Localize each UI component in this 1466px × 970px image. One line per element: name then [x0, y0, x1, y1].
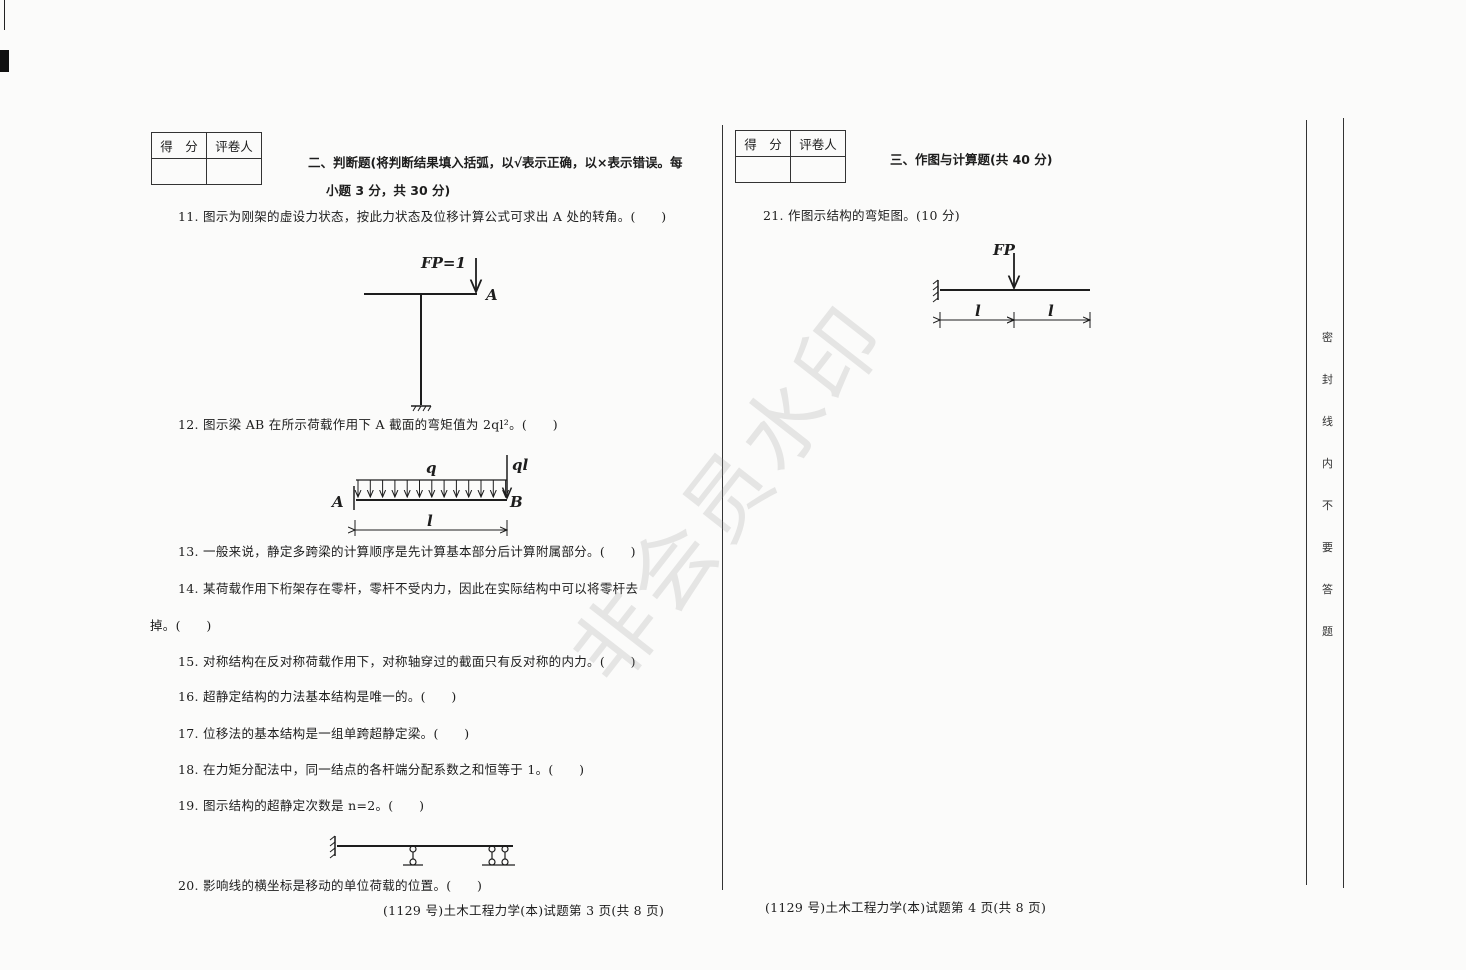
question-12: 12. 图示梁 AB 在所示荷载作用下 A 截面的弯矩值为 2ql²。( ) — [178, 417, 558, 432]
seal-char: 内 — [1322, 457, 1333, 470]
question-15: 15. 对称结构在反对称荷载作用下，对称轴穿过的截面只有反对称的内力。( ) — [178, 654, 636, 669]
corner-mark — [0, 0, 5, 30]
section-title-line1: 二、判断题(将判断结果填入括弧，以√表示正确，以×表示错误。每 — [308, 155, 683, 170]
question-17: 17. 位移法的基本结构是一组单跨超静定梁。( ) — [178, 726, 470, 741]
seal-char: 密 — [1322, 331, 1333, 344]
grader-cell[interactable] — [206, 158, 262, 185]
fig12-l-label: l — [427, 512, 433, 530]
page-divider — [722, 125, 723, 890]
question-14: 14. 某荷载作用下桁架存在零杆，零杆不受内力，因此在实际结构中可以将零杆去 — [178, 581, 639, 596]
score-table-right: 得 分评卷人 — [735, 130, 846, 183]
corner-block — [0, 50, 9, 72]
score-table-left: 得 分评卷人 — [151, 132, 262, 185]
question-16: 16. 超静定结构的力法基本结构是唯一的。( ) — [178, 689, 457, 704]
grader-cell[interactable] — [790, 156, 846, 183]
grader-header: 评卷人 — [206, 132, 262, 159]
figure-11-frame: FP=1 A — [364, 254, 498, 412]
fig11-point-label: A — [484, 286, 498, 304]
fig21-load-label: FP — [992, 241, 1016, 259]
section-title-right: 三、作图与计算题(共 40 分) — [890, 152, 1053, 167]
score-cell[interactable] — [151, 158, 207, 185]
fig21-l1-label: l — [975, 302, 981, 320]
figure-21-cantilever: FP l l — [932, 241, 1090, 328]
question-13: 13. 一般来说，静定多跨梁的计算顺序是先计算基本部分后计算附属部分。( ) — [178, 544, 636, 559]
seal-char: 不 — [1322, 499, 1333, 512]
figure-19-beam — [329, 835, 515, 866]
binding-line-1 — [1306, 120, 1307, 885]
question-19: 19. 图示结构的超静定次数是 n=2。( ) — [178, 798, 425, 813]
question-14-cont: 掉。( ) — [150, 618, 212, 633]
section-title-line2: 小题 3 分，共 30 分) — [326, 183, 451, 198]
fig21-l2-label: l — [1048, 302, 1054, 320]
seal-char: 题 — [1322, 625, 1333, 638]
seal-char: 封 — [1322, 373, 1333, 386]
footer-left: (1129 号)土木工程力学(本)试题第 3 页(共 8 页) — [383, 903, 665, 918]
fig11-load-label: FP=1 — [420, 254, 466, 272]
seal-char: 要 — [1322, 541, 1333, 554]
question-18: 18. 在力矩分配法中，同一结点的各杆端分配系数之和恒等于 1。( ) — [178, 762, 585, 777]
fig12-q-label: q — [426, 459, 437, 477]
fig12-ql-label: ql — [512, 456, 528, 474]
seal-char: 答 — [1322, 583, 1333, 596]
seal-char: 线 — [1322, 415, 1333, 428]
score-header: 得 分 — [151, 132, 207, 159]
question-11: 11. 图示为刚架的虚设力状态，按此力状态及位移计算公式可求出 A 处的转角。(… — [178, 209, 667, 224]
grader-header: 评卷人 — [790, 130, 846, 157]
score-header: 得 分 — [735, 130, 791, 157]
figure-12-beam: q ql A B l — [330, 455, 528, 536]
question-21: 21. 作图示结构的弯矩图。(10 分) — [763, 208, 960, 223]
fig12-b-label: B — [509, 493, 523, 511]
question-20: 20. 影响线的横坐标是移动的单位荷载的位置。( ) — [178, 878, 483, 893]
fig12-a-label: A — [330, 493, 344, 511]
binding-line-2 — [1343, 118, 1344, 888]
footer-right: (1129 号)土木工程力学(本)试题第 4 页(共 8 页) — [765, 900, 1047, 915]
